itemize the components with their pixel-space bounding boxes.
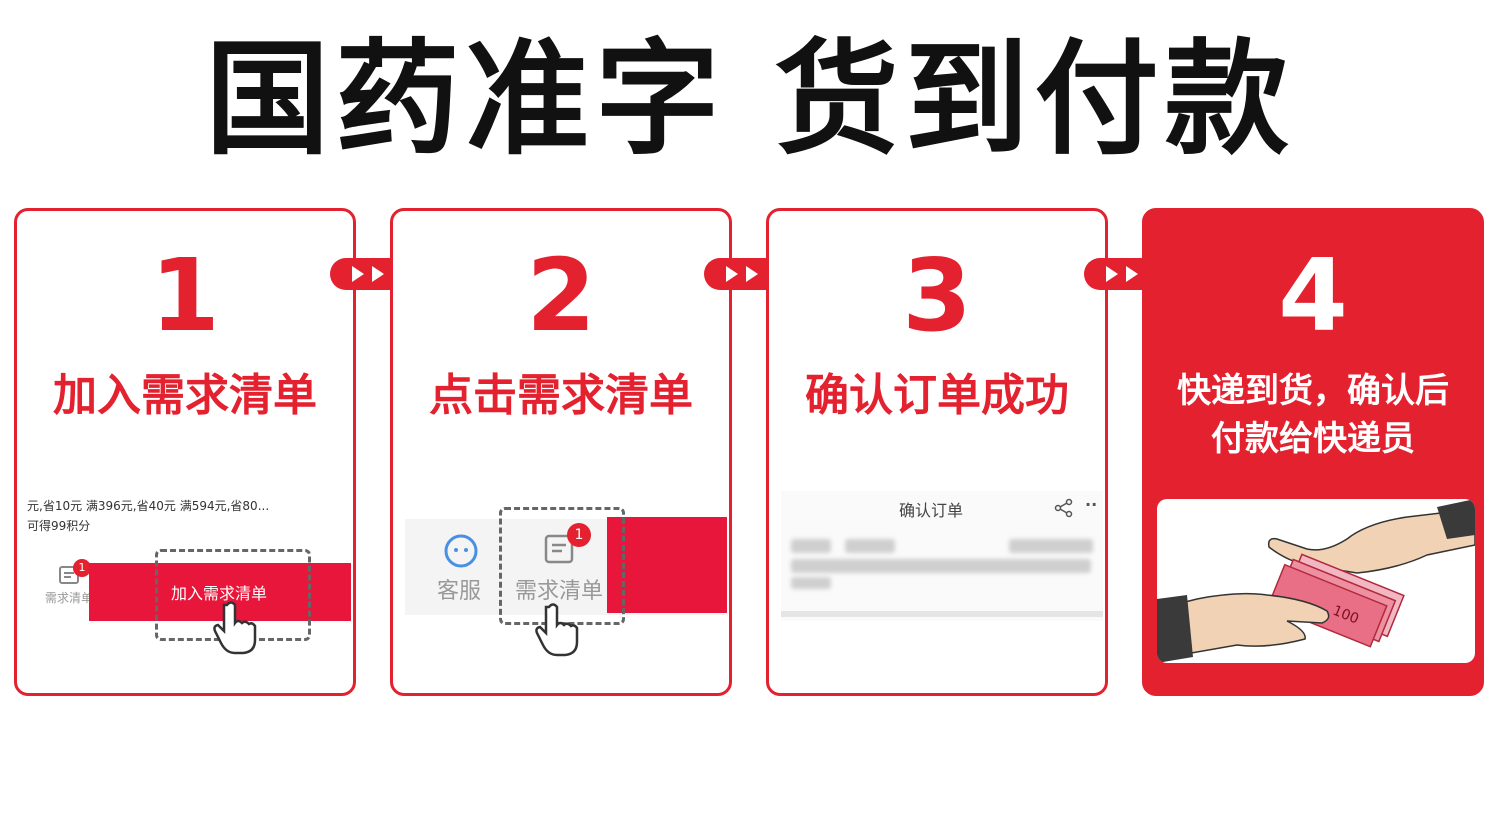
- list-icon: [544, 534, 574, 564]
- step-card-4: 4 快递到货，确认后 付款给快递员 100: [1142, 208, 1484, 696]
- need-list-button[interactable]: 需求清单: [515, 579, 604, 604]
- step-number: 2: [526, 237, 596, 354]
- promo-text: 元,省10元 满396元,省40元 满594元,省80...: [27, 499, 270, 513]
- pointer-hand-icon: [535, 603, 579, 657]
- points-text: 可得99积分: [27, 519, 91, 533]
- customer-service-label[interactable]: 客服: [437, 579, 482, 604]
- step-title: 点击需求清单: [429, 370, 693, 421]
- step-number: 3: [902, 237, 972, 354]
- step-title: 加入需求清单: [53, 370, 317, 421]
- step-card-1: 1 加入需求清单 元,省10元 满396元,省40元 满594元,省80... …: [14, 208, 356, 696]
- page-title: 确认订单: [899, 501, 964, 520]
- confirm-page-preview: [781, 491, 1103, 621]
- count-badge: 1: [73, 559, 91, 577]
- blurred-text: [791, 539, 831, 553]
- step-card-3: 3 确认订单成功 确认订单 ··: [766, 208, 1108, 696]
- more-icon[interactable]: ··: [1085, 495, 1098, 514]
- step-number: 4: [1278, 237, 1348, 354]
- share-icon[interactable]: [1053, 497, 1075, 519]
- headline: 国药准字 货到付款: [205, 28, 1295, 172]
- payment-illustration: 100: [1157, 499, 1475, 663]
- pointer-hand-icon: [213, 601, 257, 655]
- need-list-shortcut[interactable]: 1 需求清单: [39, 559, 99, 606]
- red-button[interactable]: [607, 517, 727, 613]
- button-label: 加入需求清单: [171, 584, 268, 603]
- title-line-2: 付款给快递员: [1211, 419, 1415, 459]
- blurred-text: [845, 539, 895, 553]
- title-line-1: 快递到货，确认后: [1177, 371, 1449, 411]
- step-title: 确认订单成功: [805, 370, 1069, 421]
- count-badge: 1: [567, 523, 591, 547]
- blurred-text: [791, 577, 831, 589]
- divider: [781, 611, 1103, 617]
- step-title: 快递到货，确认后 付款给快递员: [1145, 367, 1481, 463]
- add-to-list-button[interactable]: 加入需求清单: [89, 563, 351, 621]
- blurred-text: [791, 559, 1091, 573]
- blurred-text: [1009, 539, 1093, 553]
- customer-service-icon: [444, 534, 478, 568]
- step-card-2: 2 点击需求清单 客服 1 需求清单: [390, 208, 732, 696]
- need-list-label: 需求清单: [44, 591, 93, 605]
- step-number: 1: [150, 237, 220, 354]
